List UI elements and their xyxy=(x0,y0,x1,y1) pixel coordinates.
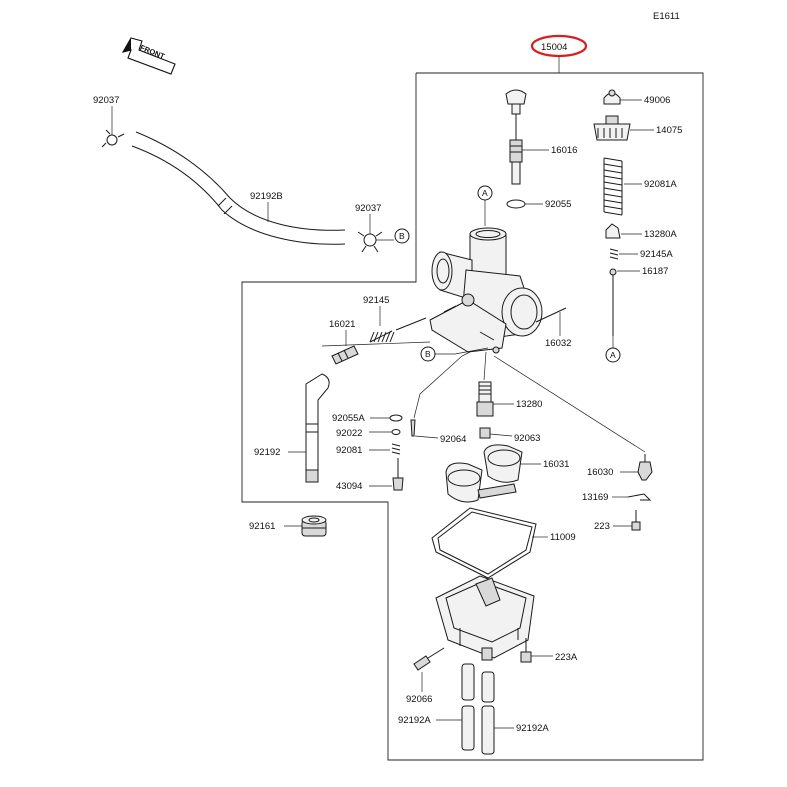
drain-screw-92066[interactable] xyxy=(413,647,445,671)
label-16016[interactable]: 16016 xyxy=(551,145,577,156)
drain-tube-92192[interactable] xyxy=(305,373,330,483)
label-92192a-left[interactable]: 92192A xyxy=(398,715,431,726)
label-223a[interactable]: 223A xyxy=(555,652,578,663)
assembly-number[interactable]: 15004 xyxy=(541,42,567,53)
pilot-screw-16021[interactable] xyxy=(331,345,359,365)
label-92063[interactable]: 92063 xyxy=(514,433,540,444)
label-92145a[interactable]: 92145A xyxy=(640,249,673,260)
jet-needle-16187[interactable] xyxy=(609,268,617,336)
tube-92192a-right[interactable] xyxy=(481,671,495,755)
label-16032[interactable]: 16032 xyxy=(545,338,571,349)
screw-223[interactable] xyxy=(631,510,641,531)
o-ring-92055[interactable] xyxy=(506,199,526,209)
label-16031[interactable]: 16031 xyxy=(543,459,569,470)
label-16030[interactable]: 16030 xyxy=(587,467,613,478)
clamp-92037-mid[interactable] xyxy=(357,231,383,253)
pin-92064[interactable] xyxy=(410,419,416,437)
float-valve-16030[interactable] xyxy=(637,454,653,481)
spring-92081[interactable] xyxy=(391,443,401,455)
label-13280[interactable]: 13280 xyxy=(516,399,542,410)
ref-a-right: A xyxy=(610,350,616,360)
clip-92145a[interactable] xyxy=(609,248,619,260)
ref-b-bottom: B xyxy=(425,349,431,359)
hose-92192b[interactable] xyxy=(131,131,346,245)
spring-92145[interactable] xyxy=(369,330,395,343)
label-14075[interactable]: 14075 xyxy=(656,125,682,136)
cap-49006[interactable] xyxy=(603,89,621,105)
label-92055a[interactable]: 92055A xyxy=(332,413,365,424)
tube-92192a-left[interactable] xyxy=(461,663,475,751)
label-43094[interactable]: 43094 xyxy=(336,481,362,492)
o-ring-92055a[interactable] xyxy=(389,414,403,422)
label-92037-top[interactable]: 92037 xyxy=(93,95,119,106)
holder-13280a[interactable] xyxy=(605,223,621,239)
label-92022[interactable]: 92022 xyxy=(336,428,362,439)
label-92055[interactable]: 92055 xyxy=(545,199,571,210)
front-arrow-icon: FRONT xyxy=(121,37,176,75)
main-jet-92063[interactable] xyxy=(479,427,491,439)
gasket-11009[interactable] xyxy=(431,507,537,579)
assembly-frame xyxy=(241,72,704,761)
needle-jet-13280[interactable] xyxy=(476,381,494,417)
label-49006[interactable]: 49006 xyxy=(644,95,670,106)
spring-92081a[interactable] xyxy=(603,157,623,216)
label-92037-mid[interactable]: 92037 xyxy=(355,203,381,214)
label-92161[interactable]: 92161 xyxy=(249,521,275,532)
clamp-92037-top[interactable] xyxy=(101,129,125,148)
starter-plunger-16016[interactable] xyxy=(505,89,527,185)
float-bowl[interactable] xyxy=(435,575,535,661)
label-92064[interactable]: 92064 xyxy=(440,434,466,445)
grommet-92161[interactable] xyxy=(301,515,327,537)
label-92192b[interactable]: 92192B xyxy=(250,191,283,202)
label-92081[interactable]: 92081 xyxy=(336,445,362,456)
washer-92022[interactable] xyxy=(391,429,401,435)
screw-223a[interactable] xyxy=(520,638,532,663)
label-223[interactable]: 223 xyxy=(594,521,610,532)
label-92066[interactable]: 92066 xyxy=(406,694,432,705)
carburetor-body[interactable] xyxy=(429,227,567,354)
ref-a-top: A xyxy=(482,188,488,198)
label-92192a-right[interactable]: 92192A xyxy=(516,723,549,734)
pin-13169[interactable] xyxy=(627,493,652,501)
top-cap-14075[interactable] xyxy=(593,115,631,141)
label-16021[interactable]: 16021 xyxy=(329,319,355,330)
float-16031[interactable] xyxy=(445,444,523,503)
screw-43094[interactable] xyxy=(392,458,404,491)
label-13280a[interactable]: 13280A xyxy=(644,229,677,240)
label-16187[interactable]: 16187 xyxy=(642,266,668,277)
label-92081a[interactable]: 92081A xyxy=(644,179,677,190)
ref-b-top: B xyxy=(399,231,405,241)
label-13169[interactable]: 13169 xyxy=(582,492,608,503)
label-92192[interactable]: 92192 xyxy=(254,447,280,458)
label-92145[interactable]: 92145 xyxy=(363,295,389,306)
label-11009[interactable]: 11009 xyxy=(550,532,576,543)
diagram-code: E1611 xyxy=(653,11,680,22)
